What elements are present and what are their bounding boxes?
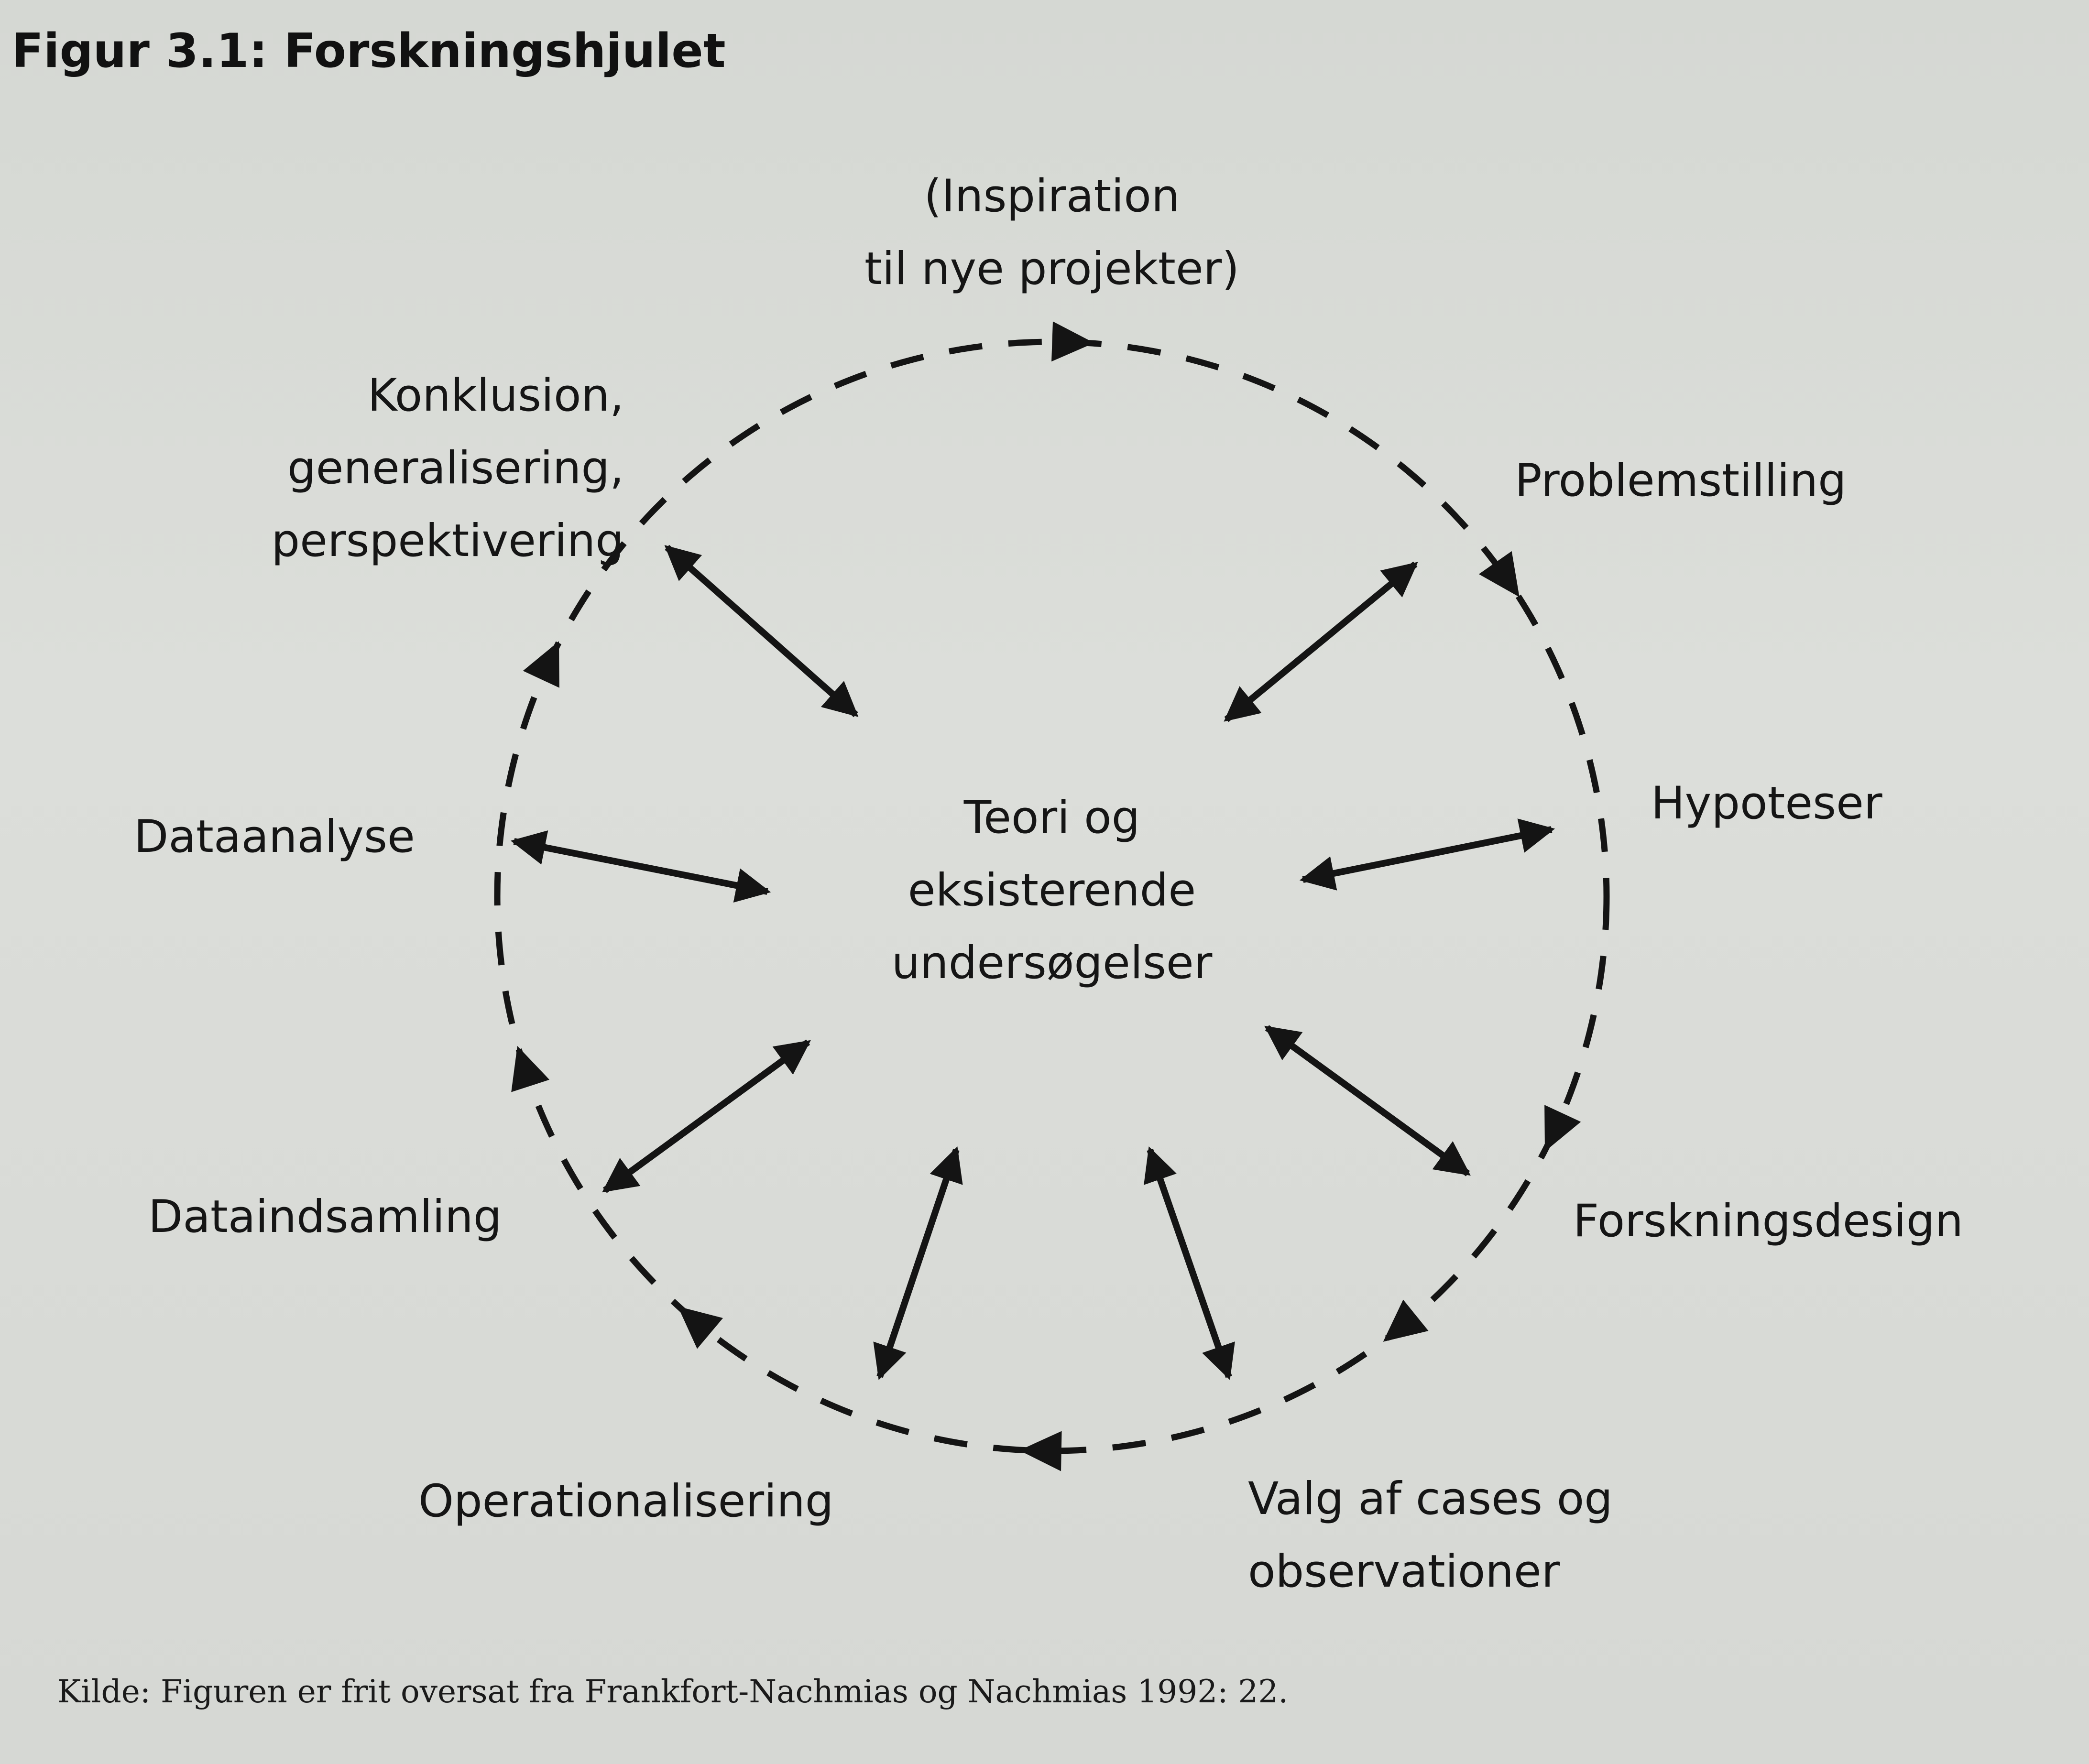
- node-forskningsdesign: Forskningsdesign: [1573, 1195, 1964, 1247]
- node-valg: Valg af cases og observationer: [1248, 1473, 1613, 1598]
- circle-flow-arrowheads: [511, 321, 1581, 1471]
- flow-arrowhead-7: [511, 1045, 550, 1092]
- spoke-arrows: [510, 544, 1555, 1380]
- node-operationalisering: Operationalisering: [418, 1475, 834, 1527]
- flow-arrowhead-2: [1478, 551, 1520, 598]
- node-inspiration: (Inspiration til nye projekter): [864, 170, 1240, 295]
- spoke-hypoteser: [1299, 818, 1555, 891]
- spoke-konklusion: [664, 544, 859, 718]
- flow-arrowhead-3: [1544, 1105, 1581, 1152]
- flow-arrowhead-5: [1019, 1431, 1062, 1471]
- node-konklusion: Konklusion, generalisering, perspektiver…: [271, 370, 624, 567]
- wheel-dashed-circle: [494, 338, 1610, 1454]
- spoke-dataanalyse: [510, 830, 771, 903]
- center-label: Teori og eksisterende undersøgelser: [891, 792, 1213, 989]
- node-dataindsamling: Dataindsamling: [148, 1191, 502, 1243]
- figure-title: Figur 3.1: Forskningshjulet: [11, 24, 726, 78]
- flow-arrowhead-6: [678, 1306, 723, 1349]
- flow-arrowhead-4: [1383, 1299, 1429, 1342]
- spoke-forskningsdesign: [1264, 1025, 1471, 1176]
- flow-arrowhead-8: [523, 641, 559, 688]
- spoke-operationalisering: [873, 1146, 963, 1380]
- node-hypoteser: Hypoteser: [1651, 777, 1882, 829]
- node-dataanalyse: Dataanalyse: [134, 811, 415, 863]
- figure-source-caption: Kilde: Figuren er frit oversat fra Frank…: [57, 1673, 1289, 1710]
- node-problemstilling: Problemstilling: [1515, 455, 1847, 507]
- spoke-problemstilling: [1224, 561, 1418, 722]
- spoke-valg: [1144, 1146, 1235, 1380]
- spoke-dataindsamling: [602, 1039, 811, 1193]
- flow-arrowhead-1: [1051, 321, 1094, 362]
